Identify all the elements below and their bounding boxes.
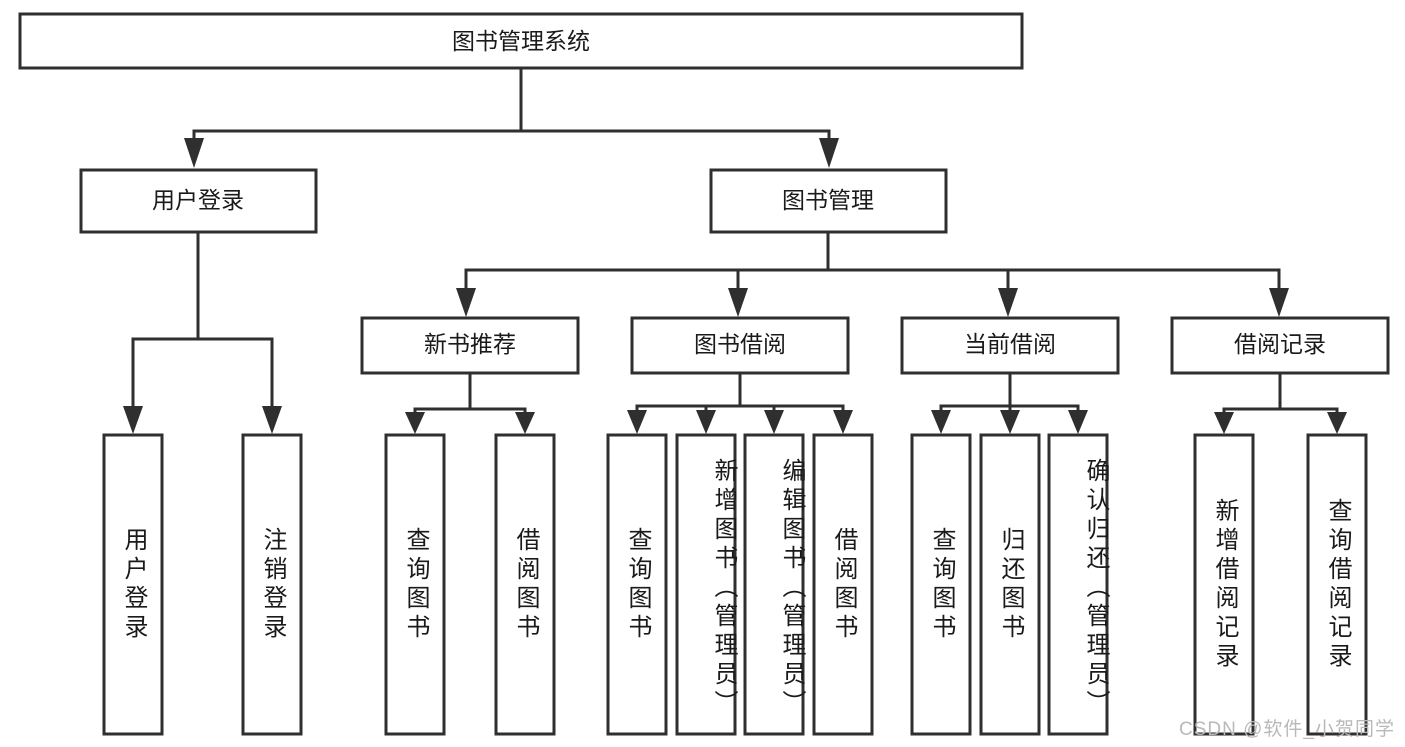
arrow-level3-0-icon xyxy=(456,288,476,317)
leaf-box-2[interactable] xyxy=(384,433,446,736)
arrow-record-0-icon xyxy=(1214,412,1234,434)
leaf-box-7[interactable] xyxy=(812,433,874,736)
leaf-box-8[interactable] xyxy=(910,433,972,736)
leaf-box-10[interactable] xyxy=(1047,433,1109,736)
node-current-borrow[interactable]: 当前借阅 xyxy=(900,316,1120,375)
arrow-level3-3-icon xyxy=(1269,288,1289,317)
arrow-rec-1-icon xyxy=(515,412,535,434)
leaf-box-6[interactable] xyxy=(743,433,805,736)
leaf-box-12[interactable] xyxy=(1306,433,1368,736)
level3-label-0: 新书推荐 xyxy=(424,331,516,357)
arrow-current-1-icon xyxy=(1000,410,1020,434)
arrow-borrow-0-icon xyxy=(627,410,647,434)
node-root[interactable]: 图书管理系统 xyxy=(18,12,1024,70)
root-label: 图书管理系统 xyxy=(452,28,590,54)
leaf-box-11[interactable] xyxy=(1193,433,1255,736)
arrow-borrow-2-icon xyxy=(764,410,784,434)
level3-label-2: 当前借阅 xyxy=(964,331,1056,357)
level2-label-1: 图书管理 xyxy=(782,187,874,213)
arrow-user-leaf-1-icon xyxy=(262,406,282,434)
node-book-management[interactable]: 图书管理 xyxy=(709,168,948,234)
level2-label-0: 用户登录 xyxy=(152,187,244,213)
level3-label-3: 借阅记录 xyxy=(1234,331,1326,357)
leaf-box-5[interactable] xyxy=(675,433,737,736)
node-book-borrow[interactable]: 图书借阅 xyxy=(630,316,850,375)
arrow-root-to-book-icon xyxy=(819,138,839,168)
arrow-level3-2-icon xyxy=(998,288,1018,317)
arrow-current-2-icon xyxy=(1068,410,1088,434)
leaf-box-9[interactable] xyxy=(979,433,1041,736)
arrow-root-to-user-icon xyxy=(184,138,204,168)
node-borrow-record[interactable]: 借阅记录 xyxy=(1170,316,1390,375)
arrow-borrow-1-icon xyxy=(696,410,716,434)
level3-box-0[interactable] xyxy=(360,316,580,375)
watermark-text: CSDN @软件_小贺同学 xyxy=(1179,719,1395,740)
leaf-box-4[interactable] xyxy=(606,433,668,736)
root-box[interactable] xyxy=(18,12,1024,70)
level3-box-1[interactable] xyxy=(630,316,850,375)
level3-box-2[interactable] xyxy=(900,316,1120,375)
arrow-record-1-icon xyxy=(1327,412,1347,434)
arrow-borrow-3-icon xyxy=(833,410,853,434)
arrow-rec-0-icon xyxy=(405,412,425,434)
arrow-user-leaf-0-icon xyxy=(123,406,143,434)
node-user-login[interactable]: 用户登录 xyxy=(79,168,318,234)
arrow-current-0-icon xyxy=(931,410,951,434)
leaf-box-3[interactable] xyxy=(494,433,556,736)
arrow-level3-1-icon xyxy=(728,288,748,317)
leaf-box-0[interactable] xyxy=(102,433,164,736)
level2-box-1[interactable] xyxy=(709,168,948,234)
node-new-book-recommend[interactable]: 新书推荐 xyxy=(360,316,580,375)
leaf-box-1[interactable] xyxy=(241,433,303,736)
level3-box-3[interactable] xyxy=(1170,316,1390,375)
level3-label-1: 图书借阅 xyxy=(694,331,786,357)
